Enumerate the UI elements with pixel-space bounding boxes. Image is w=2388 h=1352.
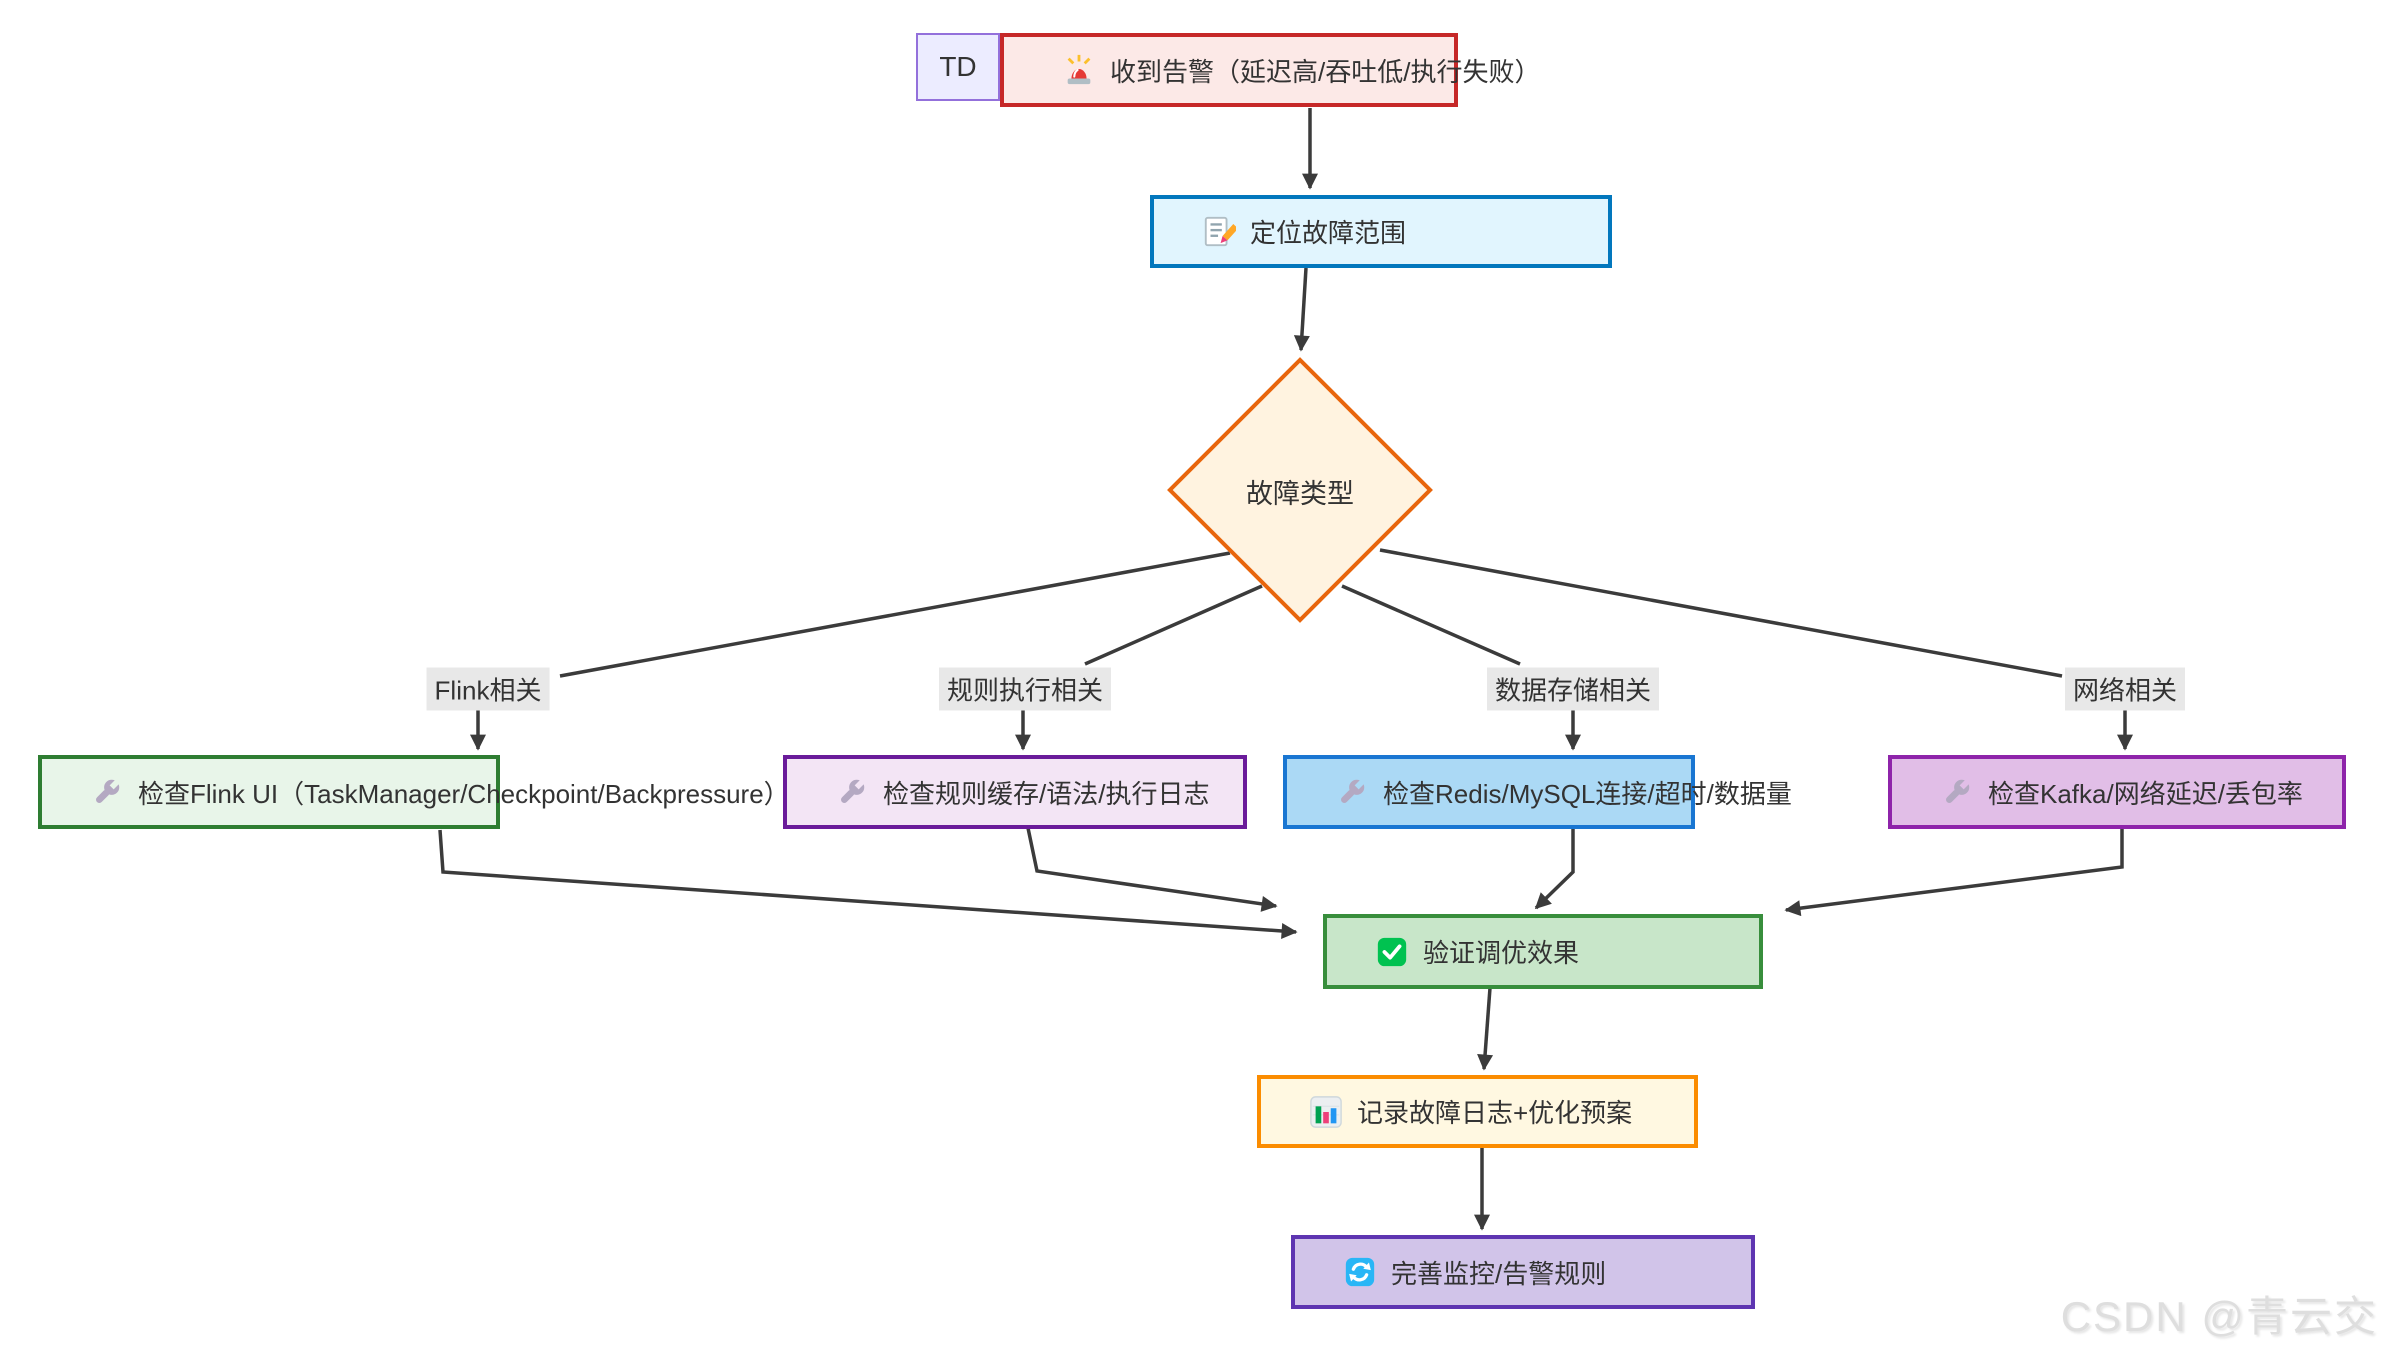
node-check-flink: 检查Flink UI（TaskManager/Checkpoint/Backpr… xyxy=(38,755,790,829)
edge-label-network: 网络相关 xyxy=(2064,667,2186,711)
edge-check-rules-to-verify xyxy=(1026,827,1278,912)
edge-verify-to-record xyxy=(1477,987,1494,1071)
refresh-icon xyxy=(1343,1255,1377,1289)
node-label: TD xyxy=(939,51,977,82)
wrench-icon xyxy=(1940,775,1974,809)
edge-check-flink-to-verify xyxy=(438,829,1298,939)
node-label: 收到告警（延迟高/吞吐低/执行失败） xyxy=(1110,56,1541,87)
node-locate: 定位故障范围 xyxy=(1150,195,1612,268)
edge-label-flink: Flink相关 xyxy=(426,667,550,711)
wrench-icon xyxy=(1335,775,1369,809)
watermark: CSDN @青云交 xyxy=(2060,1293,2378,1340)
node-record: 记录故障日志+优化预案 xyxy=(1257,1075,1698,1148)
edge-locate-to-decision xyxy=(1293,267,1310,352)
edge-decision-to-rules-label xyxy=(1084,584,1263,666)
siren-icon xyxy=(1062,53,1096,87)
node-decision-label: 故障类型 xyxy=(1246,479,1354,509)
memo-pencil-icon xyxy=(1202,215,1236,249)
check-square-icon xyxy=(1375,935,1409,969)
node-label: 记录故障日志+优化预案 xyxy=(1357,1098,1633,1128)
node-alert: 收到告警（延迟高/吞吐低/执行失败） xyxy=(1000,33,1540,107)
edge-decision-to-storage-label xyxy=(1341,584,1521,666)
node-label: 检查Redis/MySQL连接/超时/数据量 xyxy=(1383,778,1792,809)
node-label: 检查规则缓存/语法/执行日志 xyxy=(883,778,1210,809)
node-label: 完善监控/告警规则 xyxy=(1391,1258,1607,1289)
node-td: TD xyxy=(916,33,1000,101)
edge-label-storage: 数据存储相关 xyxy=(1486,667,1660,711)
edge-check-storage-to-verify xyxy=(1534,828,1575,910)
node-improve: 完善监控/告警规则 xyxy=(1291,1235,1755,1309)
edge-decision-to-network-label xyxy=(1379,548,2063,678)
node-check-network: 检查Kafka/网络延迟/丢包率 xyxy=(1888,755,2346,829)
edge-check-network-to-verify xyxy=(1784,828,2124,917)
wrench-icon xyxy=(835,775,869,809)
edge-decision-to-flink-label xyxy=(559,551,1231,678)
edge-label-rules: 规则执行相关 xyxy=(938,667,1112,711)
node-verify: 验证调优效果 xyxy=(1323,914,1763,989)
node-check-rules: 检查规则缓存/语法/执行日志 xyxy=(783,755,1247,829)
wrench-icon xyxy=(90,775,124,809)
node-check-storage: 检查Redis/MySQL连接/超时/数据量 xyxy=(1283,755,1792,829)
node-label: 检查Flink UI（TaskManager/Checkpoint/Backpr… xyxy=(138,778,790,809)
bar-chart-icon xyxy=(1309,1095,1343,1129)
node-label: 定位故障范围 xyxy=(1250,218,1407,248)
node-label: 验证调优效果 xyxy=(1423,938,1580,968)
node-label: 检查Kafka/网络延迟/丢包率 xyxy=(1988,778,2303,809)
